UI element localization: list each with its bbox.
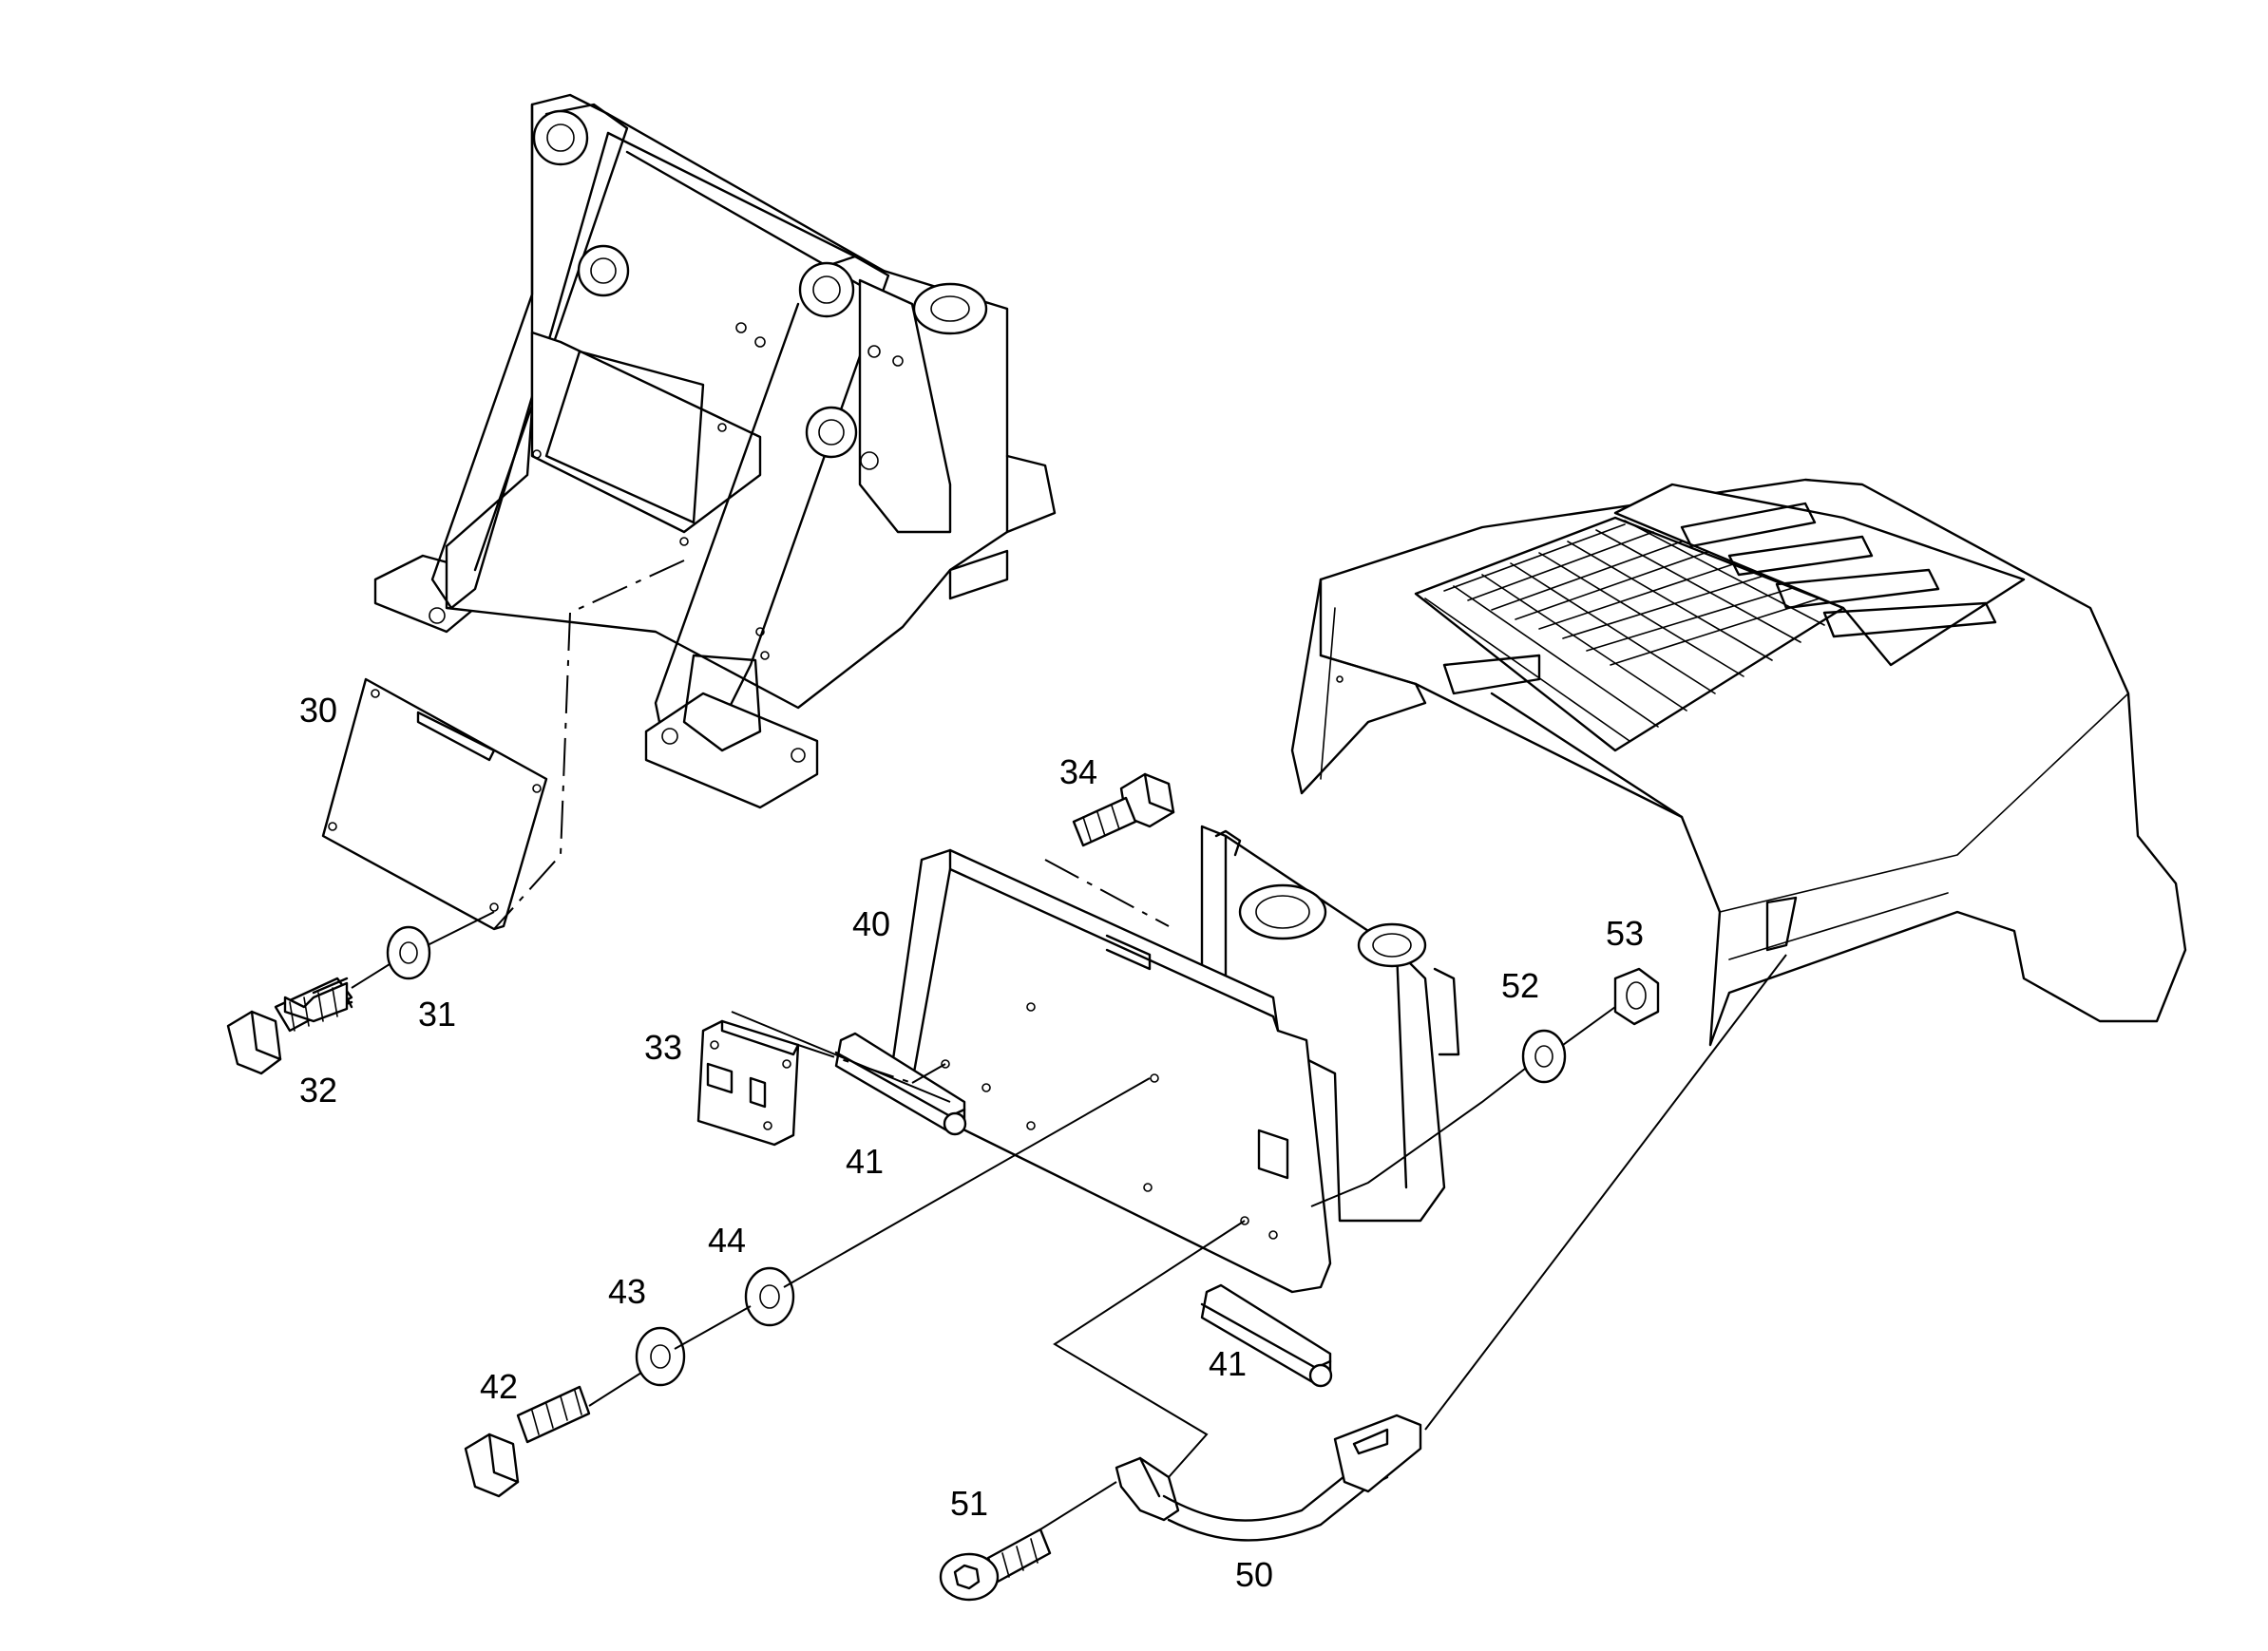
part-30-plate — [321, 677, 548, 931]
callout-43: 43 — [608, 1272, 646, 1311]
front-frame-drawing — [373, 93, 1057, 809]
part-51-socket-screw — [939, 1528, 1052, 1602]
part-32-bolt — [226, 977, 353, 1075]
part-40-panel — [886, 848, 1332, 1294]
part-41-strip-lower — [1200, 1283, 1333, 1388]
callout-44: 44 — [708, 1221, 746, 1260]
part-53-nut — [1613, 967, 1660, 1026]
radiator-housing-drawing — [1200, 825, 1460, 1223]
callout-53: 53 — [1606, 914, 1644, 953]
part-33-switch-plate — [696, 1019, 800, 1147]
part-31-washer — [386, 925, 431, 980]
part-52-washer — [1521, 1029, 1567, 1084]
callout-33: 33 — [644, 1028, 682, 1067]
part-42-bolt — [464, 1385, 591, 1498]
part-43-washer — [635, 1326, 686, 1387]
callout-42: 42 — [480, 1367, 518, 1406]
callout-51: 51 — [950, 1484, 988, 1523]
part-34-bolt — [1072, 772, 1175, 847]
part-44-washer — [744, 1266, 795, 1327]
engine-hood-drawing — [1290, 478, 2187, 1047]
callout-30: 30 — [299, 691, 337, 730]
callout-labels: 30 31 32 33 34 40 41 41 42 43 44 50 51 5… — [299, 691, 1644, 1594]
part-41-strip-upper — [834, 1032, 967, 1136]
callout-41-upper: 41 — [846, 1142, 884, 1181]
callout-32: 32 — [299, 1071, 337, 1110]
callout-40: 40 — [852, 904, 890, 943]
part-50-handle — [1115, 1414, 1422, 1542]
callout-50: 50 — [1235, 1555, 1273, 1594]
callout-52: 52 — [1501, 966, 1539, 1005]
callout-41-lower: 41 — [1209, 1344, 1247, 1383]
callout-34: 34 — [1059, 752, 1097, 791]
callout-31: 31 — [418, 995, 456, 1034]
grille-mesh — [1424, 520, 1825, 742]
assembly-lines — [351, 560, 1787, 1530]
